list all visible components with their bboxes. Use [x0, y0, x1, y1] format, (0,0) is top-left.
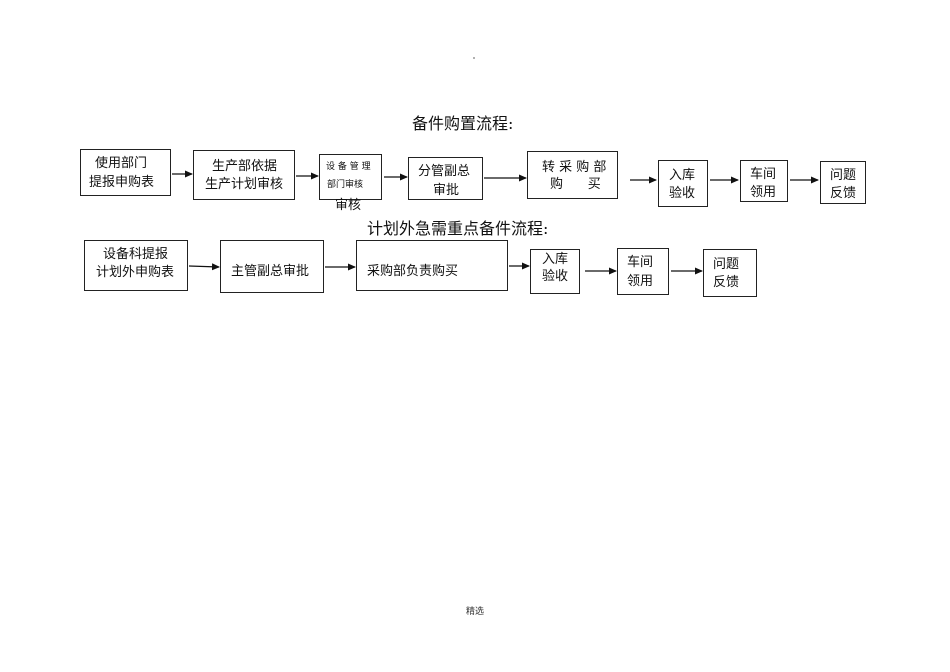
flow2-step-1-label-2: 计划外申购表 [96, 265, 175, 280]
flow2-step-6-box [703, 249, 757, 297]
flow1-title: 备件购置流程: [412, 114, 514, 133]
flow1-step-3-label-2: 部门审核 [327, 180, 364, 190]
flow2-step-5-label-2: 领用 [627, 274, 654, 289]
flow2-title: 计划外急需重点备件流程: [367, 219, 549, 238]
flow2-arrow-1 [188, 263, 220, 271]
flow1-step-6-label-2: 验收 [669, 186, 696, 201]
flow1-step-4-label-1: 分管副总 [418, 164, 471, 179]
footer-label: 精选 [466, 607, 485, 617]
flow2-step-1-label-1: 设备科提报 [103, 247, 169, 262]
flow2-step-2-box [220, 240, 324, 293]
flow1-step-7-label-1: 车间 [750, 167, 777, 182]
flow1-step-2-label-1: 生产部依据 [212, 159, 278, 174]
flow1-step-8-box [820, 161, 866, 204]
flow1-step-4-label-2: 审批 [433, 183, 460, 198]
flow2-step-6-label-1: 问题 [713, 257, 740, 272]
flow1-step-1-label-2: 提报申购表 [89, 175, 155, 190]
flow2-step-4-label-1: 入库 [542, 252, 569, 267]
header-mark [473, 57, 475, 59]
flow2-step-3-label-1: 采购部负责购买 [367, 264, 459, 279]
flow1-step-5-label-2: 购 买 [550, 177, 601, 192]
flow1-step-3-box [319, 154, 382, 200]
flow1-step-8-label-1: 问题 [830, 168, 857, 183]
flow2-step-6-label-2: 反馈 [713, 275, 740, 290]
flow2-step-3-box [356, 240, 508, 291]
flow2-step-1-box [84, 240, 188, 291]
flow1-step-1-label-1: 使用部门 [95, 156, 148, 171]
flow1-step-3-label-3: 审核 [335, 198, 362, 213]
flow1-step-1-box [80, 149, 171, 196]
flow1-step-6-box [658, 160, 708, 207]
flow1-step-7-label-2: 领用 [750, 185, 777, 200]
flow1-step-2-label-2: 生产计划审核 [205, 177, 284, 192]
flow1-step-8-label-2: 反馈 [830, 186, 857, 201]
flow2-step-5-label-1: 车间 [627, 255, 654, 270]
flow2-step-2-label-1: 主管副总审批 [231, 264, 310, 279]
flow2-step-5-box [617, 248, 669, 295]
flow1-step-6-label-1: 入库 [669, 168, 696, 183]
flow1-step-5-box [527, 151, 618, 199]
flow1-step-4-box [408, 157, 483, 200]
flow1-step-2-box [193, 150, 295, 200]
flow2-step-4-box [530, 249, 580, 294]
flow1-step-7-box [740, 160, 788, 202]
flow1-step-3-label-1: 设 备 管 理 [326, 162, 371, 172]
flow1-step-5-label-1: 转 采 购 部 [542, 160, 607, 175]
flow2-step-4-label-2: 验收 [542, 269, 569, 284]
